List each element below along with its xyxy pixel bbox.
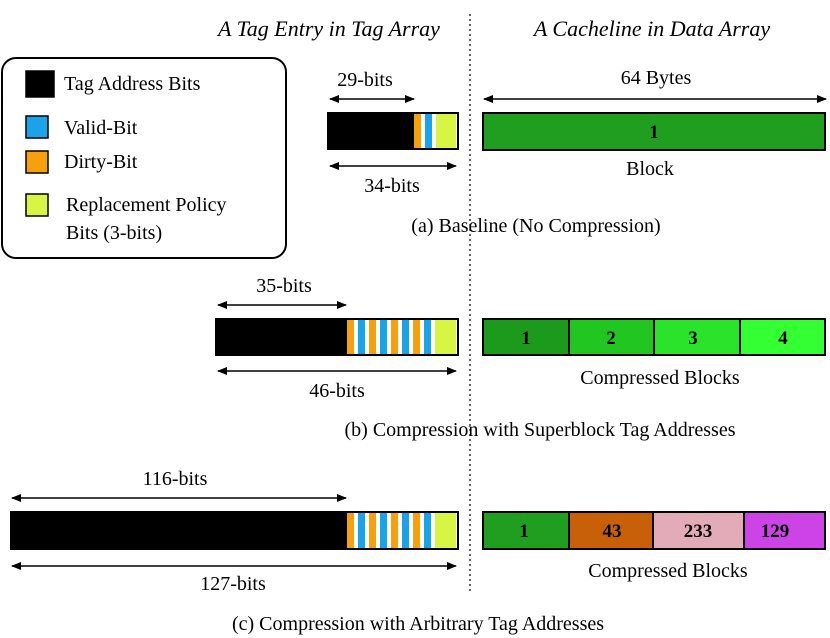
tag-c-frame (10, 511, 459, 550)
cacheline-c: 1 43 233 129 (482, 511, 826, 550)
tag-b-dirty-bit-2 (369, 319, 376, 355)
tag-b-valid-bit-1 (358, 319, 365, 355)
tag-c-valid-bit-1 (358, 512, 365, 549)
block-c-4 (743, 511, 826, 550)
block-b-4 (739, 318, 826, 356)
tag-a-top-label: 29-bits (337, 69, 393, 91)
tag-entry-c (10, 511, 459, 550)
block-b-2-label: 2 (606, 328, 616, 349)
caption-b: (b) Compression with Superblock Tag Addr… (345, 419, 736, 441)
tag-c-dirty-bit-3 (391, 512, 398, 549)
block-b-2 (568, 318, 655, 356)
block-b-4-label: 4 (778, 328, 788, 349)
tag-b-address-bits (216, 319, 347, 355)
tag-c-address-bits (11, 512, 347, 549)
tag-c-bottom-label: 127-bits (200, 573, 266, 595)
block-b-3 (653, 318, 741, 356)
legend-label-tag-bits: Tag Address Bits (64, 73, 201, 95)
tag-a-frame (327, 112, 459, 150)
tag-b-dirty-bit-3 (391, 319, 398, 355)
block-b-1-label: 1 (521, 328, 531, 349)
caption-c: (c) Compression with Arbitrary Tag Addre… (232, 613, 604, 635)
tag-b-bottom-label: 46-bits (309, 380, 365, 402)
legend-swatch-valid (25, 115, 49, 139)
legend: Tag Address Bits Valid-Bit Dirty-Bit Rep… (1, 57, 287, 259)
legend-label-valid: Valid-Bit (64, 117, 138, 139)
legend-swatch-replacement (25, 193, 49, 217)
block-c-1-label: 1 (519, 521, 529, 542)
tag-c-replacement-bits (435, 512, 456, 549)
block-c-2-label: 43 (603, 521, 622, 542)
tag-entry-b (215, 318, 459, 356)
cacheline-a: 1 (482, 112, 826, 151)
tag-a-address-bits (328, 113, 414, 149)
tag-b-valid-bit-2 (380, 319, 387, 355)
block-a-1-label: 1 (649, 122, 659, 143)
legend-swatch-dirty (25, 150, 49, 174)
block-c-4-label: 129 (761, 521, 790, 542)
tag-c-valid-bit-4 (424, 512, 431, 549)
block-c-1 (482, 511, 570, 550)
tag-a-dirty-bit (414, 113, 421, 149)
block-a-1 (482, 112, 826, 151)
legend-label-replacement-line1: Replacement Policy (66, 194, 227, 216)
cacheline-b: 1 2 3 4 (482, 318, 826, 356)
tag-b-top-label: 35-bits (256, 275, 312, 297)
legend-swatch-tag-bits (25, 70, 55, 98)
tag-c-top-label: 116-bits (143, 468, 208, 490)
scenario-b: 35-bits 46-bits 1 2 3 4 Compressed (215, 275, 826, 441)
block-c-3 (652, 511, 745, 550)
scenario-a: 29-bits 34-bits 64 Bytes 1 Block (a) Bas… (327, 67, 827, 237)
blocks-b-caption: Compressed Blocks (580, 367, 740, 389)
tag-a-valid-bit (425, 113, 432, 149)
block-c-2 (568, 511, 654, 550)
block-b-3-label: 3 (688, 328, 698, 349)
tag-entry-a (327, 112, 459, 150)
tag-c-valid-bit-2 (380, 512, 387, 549)
tag-array-header: A Tag Entry in Tag Array (216, 16, 440, 41)
blocks-c-caption: Compressed Blocks (588, 560, 748, 582)
tag-a-replacement-bits (436, 113, 456, 149)
tag-c-valid-bit-3 (402, 512, 409, 549)
block-a-caption: Block (626, 158, 674, 180)
tag-c-dirty-bit-1 (347, 512, 354, 549)
data-array-header: A Cacheline in Data Array (532, 16, 771, 41)
tag-a-bottom-label: 34-bits (364, 175, 420, 197)
block-c-3-label: 233 (684, 521, 713, 542)
tag-c-dirty-bit-2 (369, 512, 376, 549)
line-size-label: 64 Bytes (621, 67, 692, 89)
tag-c-dirty-bit-4 (413, 512, 420, 549)
tag-b-frame (215, 318, 459, 356)
caption-a: (a) Baseline (No Compression) (411, 215, 660, 237)
legend-frame (1, 57, 287, 259)
scenario-c: 116-bits 127-bits 1 43 233 129 Comp (10, 468, 826, 635)
legend-label-replacement-line2: Bits (3-bits) (66, 222, 162, 244)
legend-label-dirty: Dirty-Bit (64, 151, 138, 173)
tag-b-dirty-bit-4 (413, 319, 420, 355)
tag-b-valid-bit-4 (424, 319, 431, 355)
tag-b-valid-bit-3 (402, 319, 409, 355)
block-b-1 (482, 318, 570, 356)
tag-b-dirty-bit-1 (347, 319, 354, 355)
tag-b-replacement-bits (435, 319, 456, 355)
